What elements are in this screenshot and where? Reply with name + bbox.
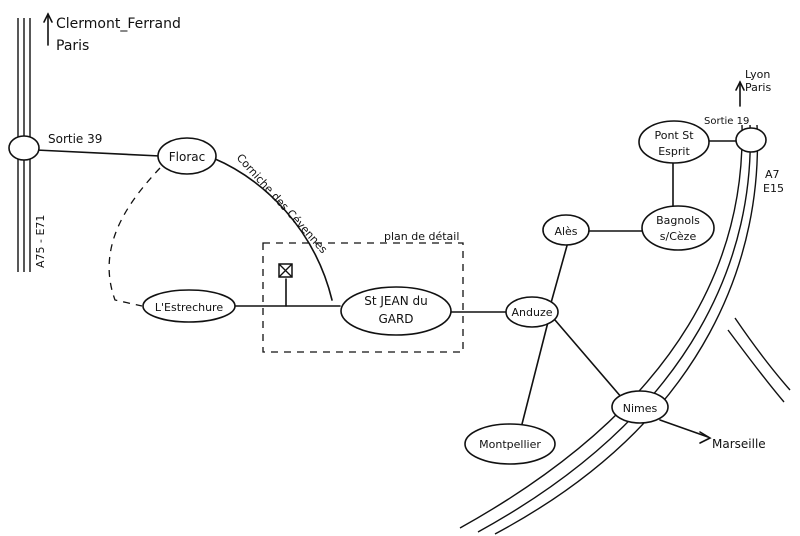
interchange-sortie-19: [735, 127, 767, 153]
arrow-up-right-icon: [735, 80, 745, 107]
arrow-up-left-icon: [43, 12, 53, 46]
detail-box-label: plan de détail: [384, 230, 459, 243]
node-florac: [157, 137, 217, 175]
direction-paris-left: Paris: [56, 38, 89, 54]
place-stjean-1: St JEAN du: [364, 294, 427, 308]
node-estrechure: [142, 289, 236, 323]
direction-lyon: Lyon: [745, 68, 770, 81]
place-montpellier: Montpellier: [479, 438, 541, 451]
dashed-route: [108, 167, 161, 307]
place-anduze: Anduze: [512, 306, 553, 319]
node-stjean: [340, 286, 452, 336]
direction-clermont-ferrand: Clermont_Ferrand: [56, 16, 181, 32]
place-nimes: Nimes: [623, 402, 658, 415]
place-estrechure: L'Estrechure: [155, 301, 223, 314]
highway-label-right-2: E15: [763, 182, 784, 195]
exit-label-right: Sortie 19: [704, 116, 749, 127]
place-ales: Alès: [554, 225, 577, 238]
place-pont-1: Pont St: [654, 129, 694, 142]
highway-a7-e15: [459, 124, 791, 535]
node-montpellier: [464, 423, 556, 465]
place-florac: Florac: [169, 150, 205, 164]
place-stjean-2: GARD: [378, 312, 413, 326]
node-anduze: [505, 296, 559, 328]
node-nimes: [611, 390, 669, 424]
highway-label-right-1: A7: [765, 168, 780, 181]
interchange-sortie-39: [8, 135, 40, 161]
place-pont-2: Esprit: [658, 145, 690, 158]
direction-paris-right: Paris: [745, 81, 771, 94]
road-label-corniche: Corniche des Cévennes: [234, 151, 330, 256]
place-bagnols-2: s/Cèze: [660, 230, 697, 243]
exit-label-left: Sortie 39: [48, 132, 102, 146]
node-pont-st-esprit: [638, 120, 710, 164]
marker-icon: [278, 263, 293, 278]
node-ales: [542, 214, 590, 246]
place-bagnols-1: Bagnols: [656, 214, 700, 227]
direction-marseille: Marseille: [712, 437, 766, 451]
node-bagnols: [641, 205, 715, 251]
detail-box: [262, 242, 464, 353]
highway-label-left: A75 - E71: [34, 215, 47, 268]
